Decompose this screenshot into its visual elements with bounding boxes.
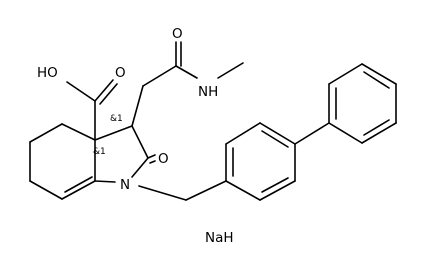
bond-ar1-f [225,180,261,201]
stereo-label-c3: &1 [110,114,123,124]
bond-n1-ch2 [138,185,187,201]
bond-ar1-c [259,122,296,145]
bond-biaryl [294,122,330,145]
bond-c2-o-b [149,160,156,164]
bond-ccooh-o-double-b [99,83,118,105]
bond-ar1-inner-3 [261,177,289,193]
bond-c4-c5 [29,123,63,143]
bond-n1-c7a [94,180,116,183]
bond-ar2-e [361,122,397,144]
bond-ccooh-oh [66,81,96,102]
bond-c3-ch2 [131,85,144,127]
bond-nh-ch3 [217,62,244,79]
bond-c3a-c3 [94,125,133,141]
bond-c2-n1 [131,157,149,178]
bond-ar2-inner-3 [363,119,390,136]
bond-c7-c7a-b [64,176,93,193]
atom-o-amide: O [172,26,183,42]
bond-ccooh-o-double-a [94,79,114,102]
stereo-label-c3a: &1 [93,147,106,157]
bond-ch2-camide [142,65,177,87]
bond-ar2-inner-2 [363,71,390,89]
bond-c6-c7 [29,180,63,200]
bond-c3-c2 [131,125,149,159]
atom-o-acid: O [115,65,126,81]
atom-n-ring: N [120,177,130,193]
bond-c7-c7a-a [61,180,96,200]
atom-oh: HO [37,65,58,81]
atom-o-lactam: O [158,151,169,167]
bond-ar1-e [259,180,296,201]
bond-ar2-b [328,63,363,85]
bond-ch2-aryl [185,180,227,201]
bond-camide-nh [175,65,198,79]
bond-ar1-inner-2 [261,130,289,148]
bond-ar2-f [328,122,363,144]
bond-ar2-c [361,63,397,85]
atom-nh: NH [198,84,218,100]
salt-label: NaH [205,230,234,246]
bond-ar1-b [225,122,261,145]
bond-c2-o-a [147,154,156,159]
bond-c3a-c4 [61,123,96,141]
